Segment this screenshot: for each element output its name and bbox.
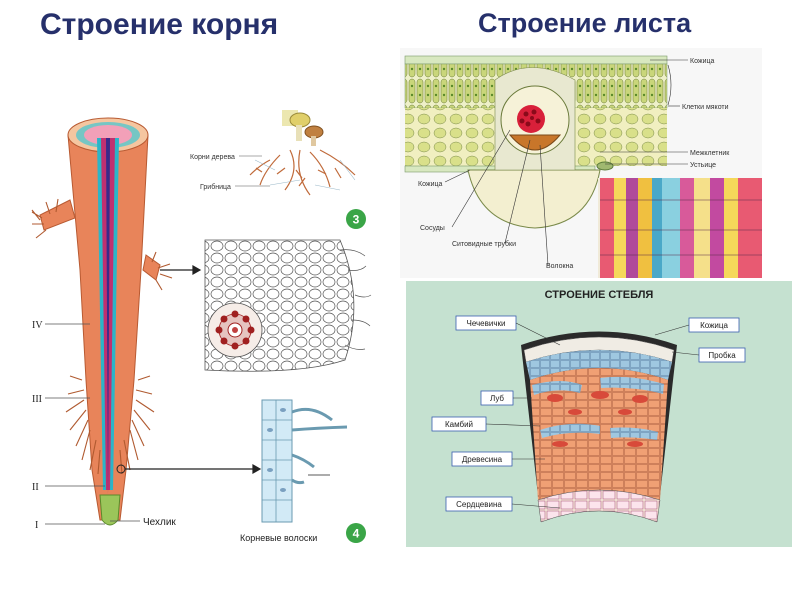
stem-title: СТРОЕНИЕ СТЕБЛЯ xyxy=(545,289,654,301)
stem-cork-label: Пробка xyxy=(708,351,736,360)
badge-3: 3 xyxy=(353,213,360,227)
leaf-structure-diagram: Кожица Клетки мякоти Межклетник Устьице … xyxy=(400,48,762,278)
zone-label-ii: II xyxy=(32,482,39,493)
stem-lenticels-label: Чечевички xyxy=(467,319,506,328)
leaf-skin-bottom-label: Кожица xyxy=(418,181,442,188)
zone-label-i: I xyxy=(35,520,38,531)
leaf-pulp-label: Клетки мякоти xyxy=(682,104,729,111)
stem-structure-diagram: СТРОЕНИЕ СТЕБЛЯ xyxy=(406,281,792,547)
zone-label-iii: III xyxy=(32,394,42,405)
root-cap-label: Чехлик xyxy=(143,517,176,528)
badge-4: 4 xyxy=(353,527,360,541)
mycorrhiza-inset: Корни дерева Грибница 3 xyxy=(190,110,366,229)
stem-skin-label: Кожица xyxy=(700,321,728,330)
leaf-stoma-label: Устьице xyxy=(690,162,716,169)
stem-wood-label: Древесина xyxy=(462,455,503,464)
zone-label-iv: IV xyxy=(32,320,43,331)
leaf-sieve-tubes-label: Ситовидные трубки xyxy=(452,240,516,248)
leaf-structure-title: Строение листа xyxy=(478,8,692,38)
root-cross-section-inset xyxy=(204,239,372,372)
stem-cambium-label: Камбий xyxy=(445,420,473,429)
root-structure-title: Строение корня xyxy=(40,8,279,41)
leaf-fibers-label: Волокна xyxy=(546,263,573,270)
stem-pith-label: Сердцевина xyxy=(456,500,502,509)
leaf-vessels-label: Сосуды xyxy=(420,225,445,232)
leaf-skin-top-label: Кожица xyxy=(690,58,714,65)
root-hairs-label: Корневые волоски xyxy=(240,533,317,543)
root-hairs-inset: Корневые волоски 4 xyxy=(240,399,366,543)
root-main-drawing: IV III II I Чехлик xyxy=(31,117,262,531)
leaf-intercellular-label: Межклетник xyxy=(690,150,730,157)
mycelium-label: Грибница xyxy=(200,183,231,191)
tree-roots-label: Корни дерева xyxy=(190,154,235,161)
stem-phloem-label: Луб xyxy=(490,394,504,403)
